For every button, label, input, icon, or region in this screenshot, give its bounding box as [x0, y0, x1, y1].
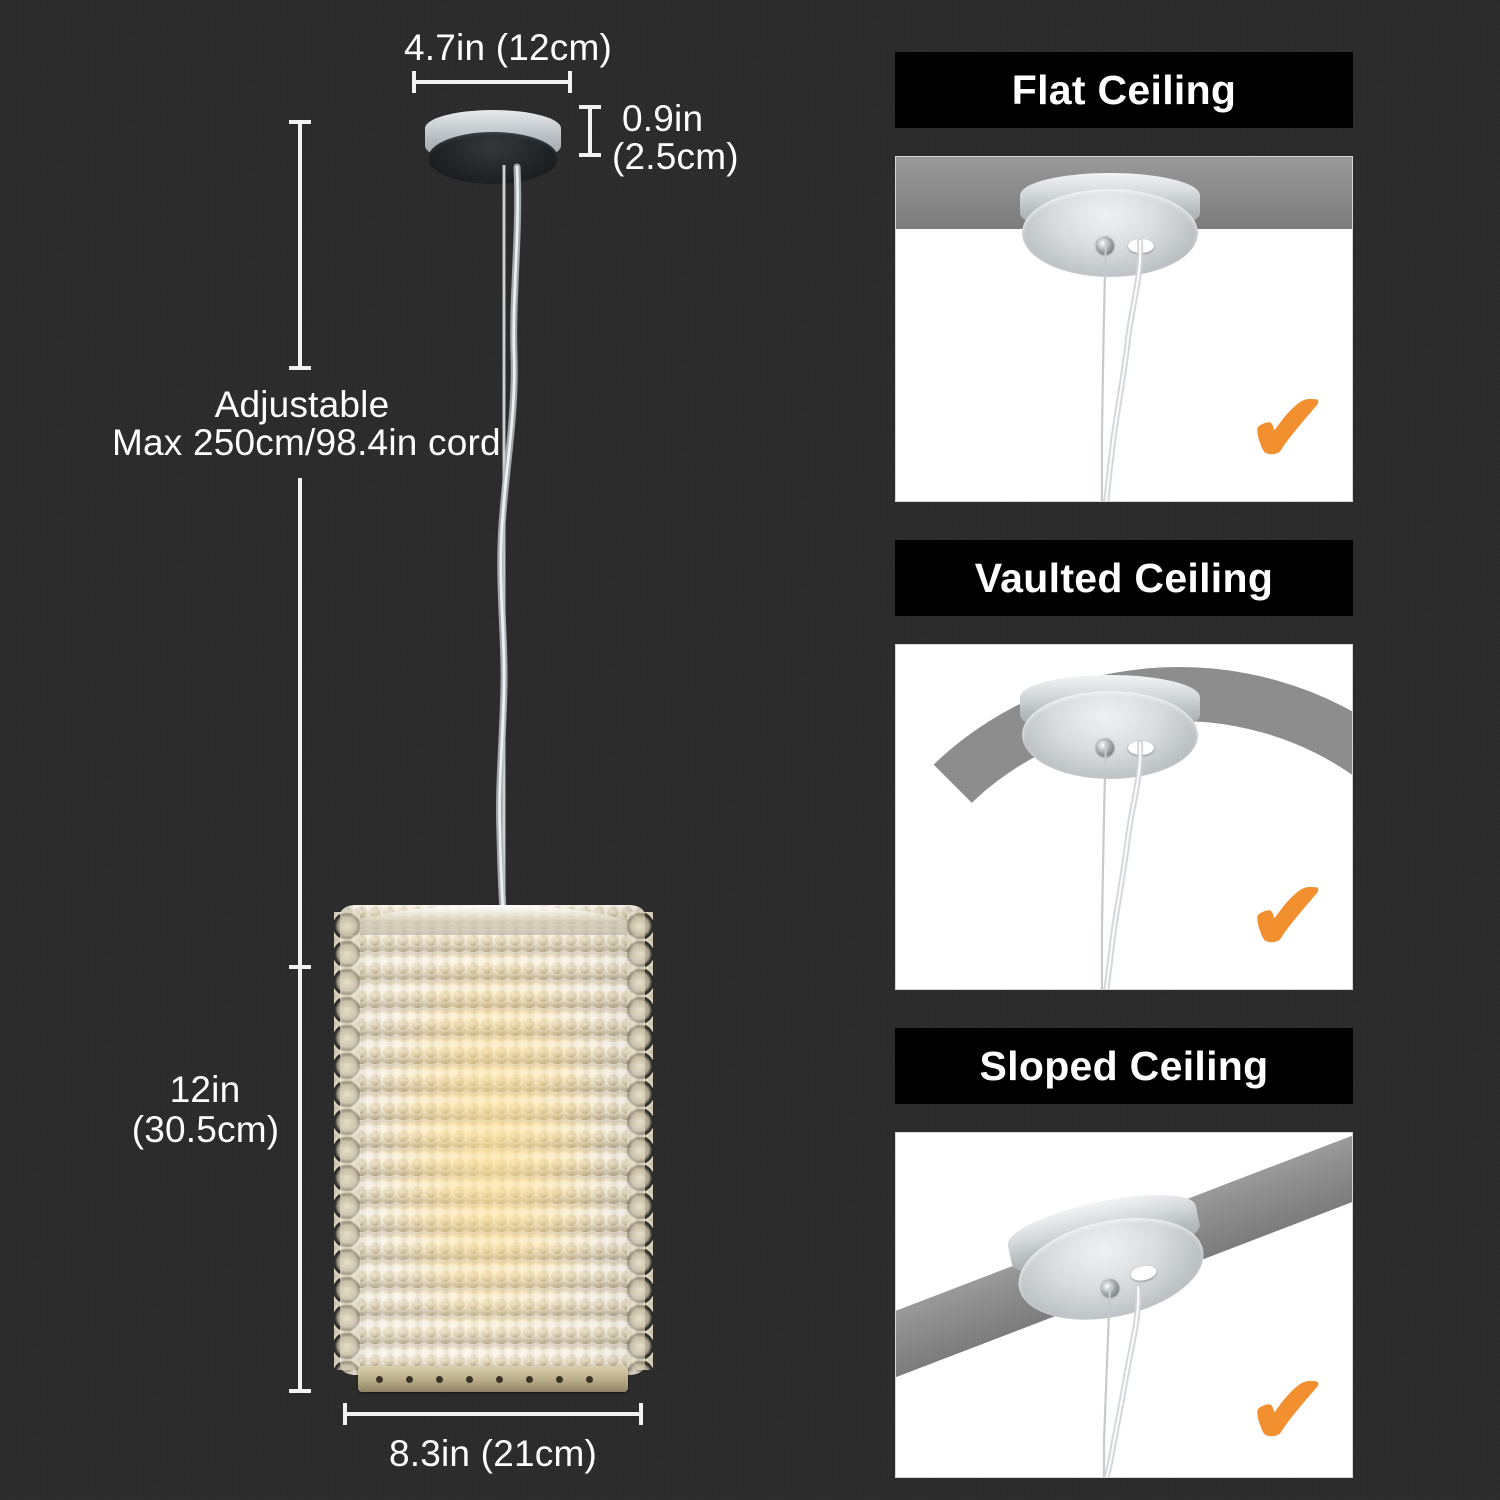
shade-base-ring	[358, 1366, 628, 1392]
shade-inner-glow	[382, 952, 603, 1328]
sloped-ceiling-check-icon: ✔	[1247, 1357, 1328, 1464]
vaulted-canopy-cords	[1100, 740, 1144, 989]
canopy-height-rule	[579, 105, 601, 157]
adjustable-cord-rule-lower	[298, 478, 302, 968]
panel-sloped-ceiling-figure: ✔	[895, 1132, 1353, 1478]
sloped-canopy-cords	[1102, 1284, 1142, 1477]
flat-canopy-face	[1021, 189, 1199, 277]
shade-right-scallop	[627, 912, 653, 1370]
vaulted-ceiling-check-icon: ✔	[1247, 863, 1328, 970]
panel-flat-ceiling-title: Flat Ceiling	[1011, 66, 1237, 113]
canopy-height-label-line2: (2.5cm)	[612, 136, 739, 177]
flat-ceiling-check-icon: ✔	[1247, 375, 1328, 482]
panel-vaulted-ceiling-title: Vaulted Ceiling	[974, 554, 1274, 601]
adjustable-cord-label-line1: Adjustable	[214, 384, 390, 425]
crystal-shade	[340, 905, 645, 1375]
canopy-diameter-label: 4.7in (12cm)	[404, 27, 613, 68]
vaulted-canopy-face	[1021, 691, 1199, 779]
panel-vaulted-ceiling: Vaulted Ceiling ✔	[895, 540, 1353, 990]
canopy-height-label-line1: 0.9in	[622, 98, 704, 139]
adjustable-cord-rule-upper	[289, 120, 311, 370]
canopy-diameter-rule	[412, 71, 572, 93]
shade-width-label: 8.3in (21cm)	[388, 1433, 598, 1474]
flat-canopy	[1020, 173, 1200, 283]
panel-flat-ceiling: Flat Ceiling ✔	[895, 52, 1353, 502]
vaulted-canopy	[1020, 675, 1200, 785]
shade-width-rule	[343, 1403, 643, 1425]
shade-bottom-tick	[289, 1389, 311, 1393]
panel-sloped-ceiling: Sloped Ceiling ✔	[895, 1028, 1353, 1478]
panel-flat-ceiling-header: Flat Ceiling	[895, 52, 1353, 128]
shade-height-label-line1: 12in	[169, 1069, 241, 1110]
shade-height-label-line2: (30.5cm)	[131, 1109, 280, 1150]
shade-height-rule	[298, 967, 302, 1392]
adjustable-cord-label-line2: Max 250cm/98.4in cord	[112, 422, 501, 463]
panel-sloped-ceiling-header: Sloped Ceiling	[895, 1028, 1353, 1104]
panel-sloped-ceiling-title: Sloped Ceiling	[979, 1042, 1269, 1089]
panel-vaulted-ceiling-header: Vaulted Ceiling	[895, 540, 1353, 616]
canopy-underside	[427, 132, 559, 184]
ceiling-canopy	[425, 110, 561, 190]
shade-left-scallop	[334, 912, 360, 1370]
panel-flat-ceiling-figure: ✔	[895, 156, 1353, 502]
flat-canopy-cords	[1100, 238, 1144, 501]
panel-vaulted-ceiling-figure: ✔	[895, 644, 1353, 990]
hanging-cords	[496, 163, 522, 914]
